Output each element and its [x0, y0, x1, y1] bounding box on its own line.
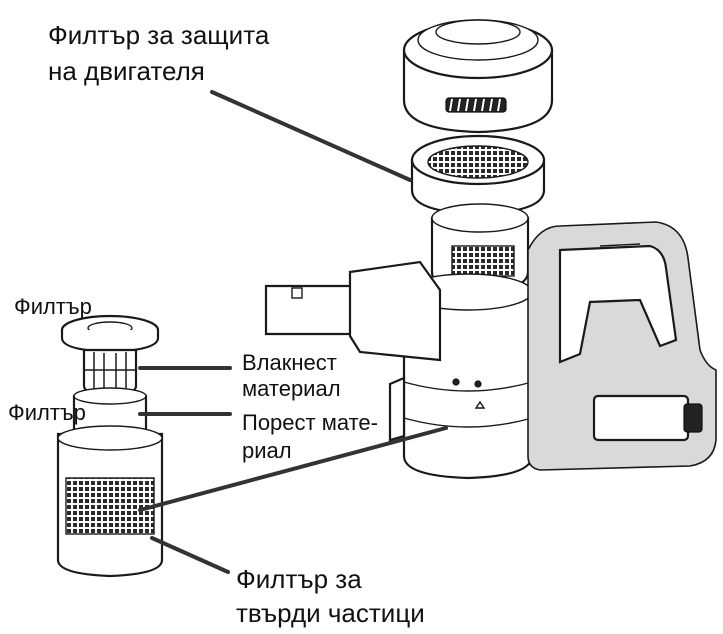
- label-porous-line1: Порест мате-: [242, 410, 378, 435]
- label-filter-mid: Филтър: [8, 400, 86, 425]
- filter-assembly: [56, 314, 164, 578]
- label-porous-line2: риал: [242, 438, 292, 463]
- label-filter-top: Филтър: [14, 294, 92, 319]
- label-fibrous-line2: материал: [242, 376, 341, 401]
- label-motor-filter-line2: на двигателя: [48, 56, 205, 86]
- label-fibrous-line1: Влакнест: [242, 350, 337, 375]
- motor-filter-cap: [402, 19, 554, 134]
- label-solid-line2: твърди частици: [236, 598, 425, 628]
- vacuum-body: [264, 203, 717, 480]
- label-motor-filter-line1: Филтър за защита: [48, 20, 270, 50]
- label-solid-line1: Филтър за: [236, 564, 362, 594]
- leader-lines: [138, 90, 448, 574]
- motor-filter-ring: [410, 134, 546, 216]
